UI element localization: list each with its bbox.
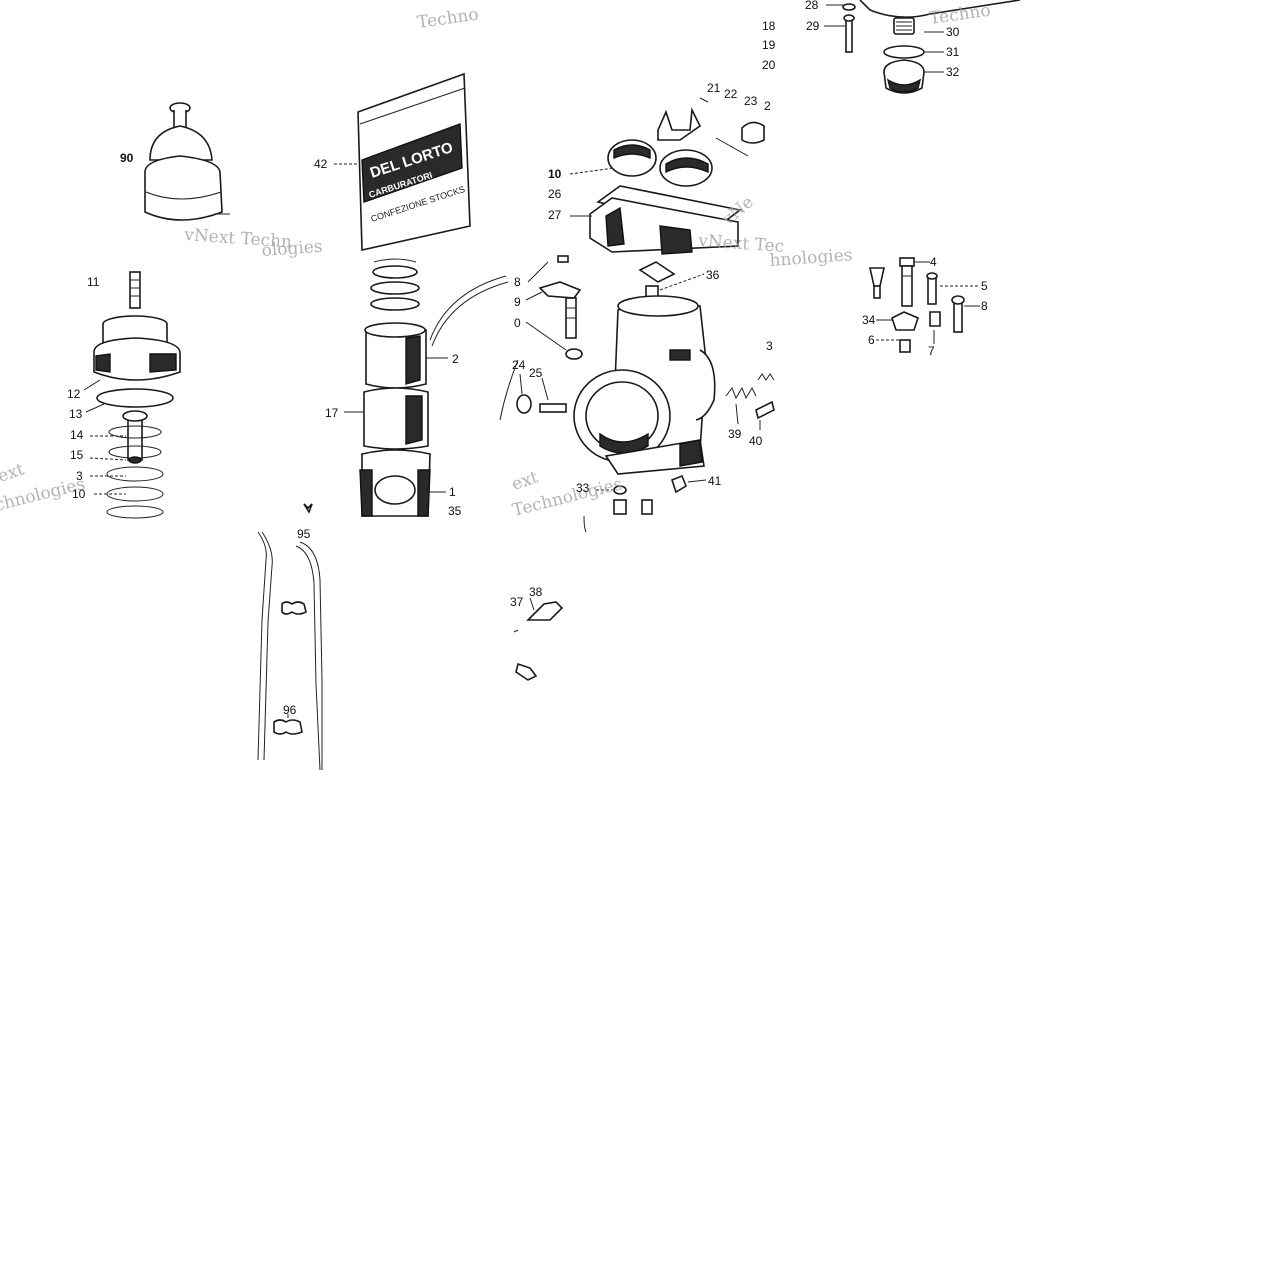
callout: 8 [514,275,521,289]
callout: 10 [548,167,562,181]
watermark: ext [509,467,541,494]
callout: 34 [862,313,876,327]
callout: 2 [452,352,459,366]
callout: 25 [529,366,543,380]
callout: 42 [314,157,328,171]
callout: 37 [510,595,524,609]
callout: 33 [576,481,590,495]
callout: 20 [762,58,776,72]
callout: 15 [70,448,84,462]
panel-top-right [824,0,1021,94]
callout: 18 [762,19,776,33]
callout: 24 [512,358,526,372]
callout: 39 [728,427,742,441]
callout: 30 [946,25,960,39]
callout: 2 [764,99,771,113]
callout: 13 [69,407,83,421]
callout: 28 [805,0,819,12]
callout: 95 [297,527,311,541]
callout: 31 [946,45,960,59]
callout: 17 [325,406,339,420]
callout: 9 [514,295,521,309]
watermark: ologies [261,237,323,261]
callout: 32 [946,65,960,79]
callout: 3 [76,469,83,483]
watermark: ext [0,459,27,486]
callout: 96 [283,703,297,717]
panel-parts-bag: DEL LORTO CARBURATORI CONFEZIONE STOCKS [334,72,471,251]
callout: 36 [706,268,720,282]
callout: 22 [724,87,738,101]
panel-carburettor-body [499,97,775,533]
callout: 26 [548,187,562,201]
callout: 41 [708,474,722,488]
callout: 14 [70,428,84,442]
callout-labels: 28 29 18 19 20 30 31 32 90 42 21 22 23 2… [67,0,988,717]
watermarks: Techno Techno vNext Techn ologies vNext … [0,1,992,521]
panel-mixture-cap [83,271,181,519]
callout: 6 [868,333,875,347]
callout: 11 [87,275,100,289]
callout: 35 [448,504,462,518]
panel-cable-fittings [513,597,564,681]
callout: 23 [744,94,758,108]
callout: 0 [514,316,521,330]
panel-rubber-cap [144,102,230,221]
panel-fuel-hose [257,503,323,771]
callout: 12 [67,387,81,401]
callout: 27 [548,208,562,222]
callout: 7 [928,344,935,358]
callout: 4 [930,255,937,269]
panel-jets [869,257,980,353]
callout: 10 [72,487,86,501]
callout: 5 [981,279,988,293]
watermark: Techno [416,5,480,33]
callout: 1 [449,485,456,499]
panel-throttle-slide [344,258,509,517]
callout: 90 [120,151,134,165]
callout: 19 [762,38,776,52]
callout: 3 [766,339,773,353]
callout: 8 [981,299,988,313]
callout: 40 [749,434,763,448]
callout: 21 [707,81,721,95]
callout: 38 [529,585,543,599]
callout: 29 [806,19,820,33]
